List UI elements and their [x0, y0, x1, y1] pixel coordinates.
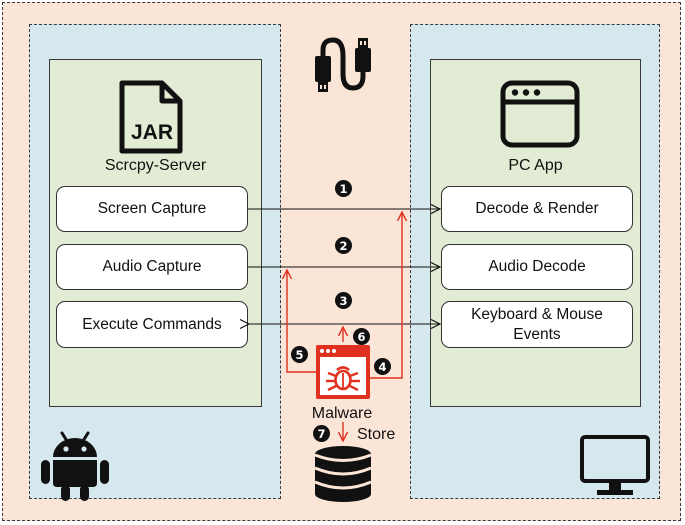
- malware-arrow-to-screen-stream: [370, 212, 402, 379]
- app-window-icon: [500, 80, 580, 148]
- step-1-badge: 1: [335, 180, 352, 197]
- database-icon: [314, 446, 372, 502]
- usb-cable-icon: [315, 37, 371, 92]
- decode-render-box: Decode & Render: [441, 186, 633, 232]
- screen-capture-box: Screen Capture: [56, 186, 248, 232]
- execute-commands-box: Execute Commands: [56, 301, 248, 348]
- jar-file-icon: JAR: [119, 80, 183, 154]
- step-5-badge: 5: [291, 346, 308, 363]
- malware-label: Malware: [311, 405, 373, 422]
- step-6-badge: 6: [353, 328, 370, 345]
- monitor-icon: [580, 435, 650, 495]
- android-icon: [41, 431, 109, 501]
- audio-decode-box: Audio Decode: [441, 244, 633, 290]
- keyboard-mouse-events-box: Keyboard & Mouse Events: [441, 301, 633, 348]
- step-2-badge: 2: [335, 237, 352, 254]
- pc-app-panel: [430, 59, 641, 407]
- scrcpy-server-panel: [49, 59, 262, 407]
- malware-arrow-to-audio-stream: [287, 270, 316, 373]
- pc-app-title: PC App: [508, 157, 563, 174]
- jar-label: JAR: [131, 121, 173, 144]
- step-7-badge: 7: [313, 425, 330, 442]
- step-4-badge: 4: [374, 358, 391, 375]
- step-3-badge: 3: [335, 292, 352, 309]
- store-label: Store: [357, 426, 396, 443]
- audio-capture-box: Audio Capture: [56, 244, 248, 290]
- scrcpy-server-title: Scrcpy-Server: [104, 157, 207, 174]
- malware-bug-icon: [316, 345, 370, 399]
